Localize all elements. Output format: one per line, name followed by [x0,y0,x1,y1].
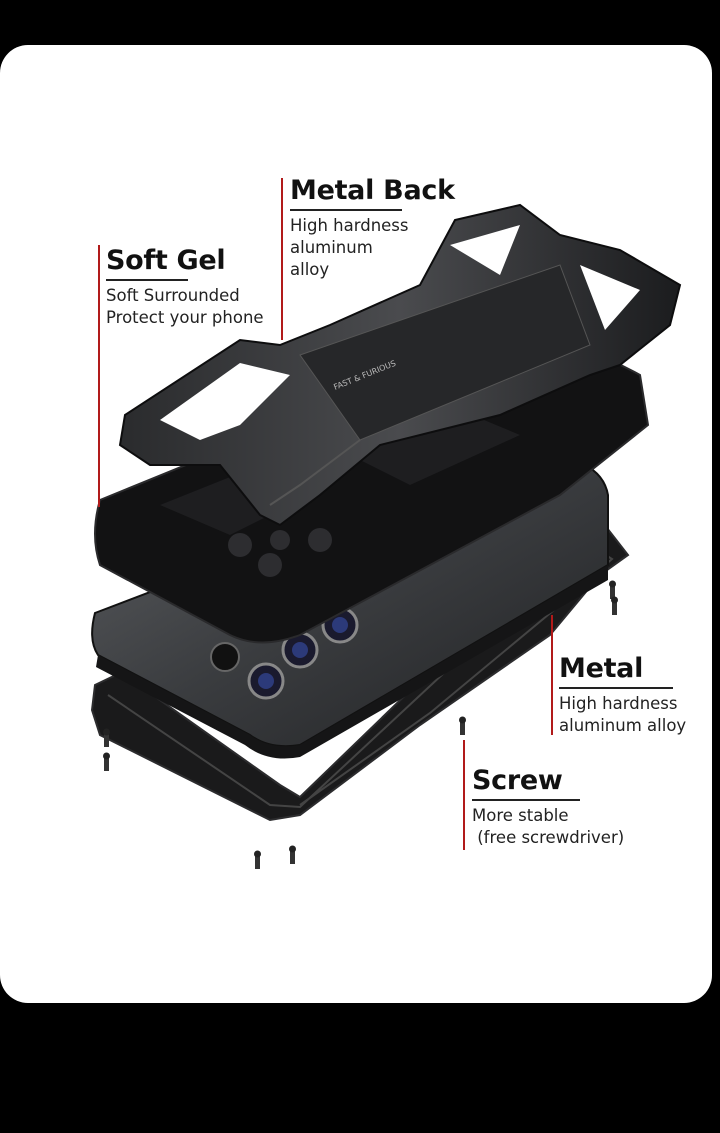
callout-title: Metal [559,653,644,684]
callout-description: High hardness aluminum alloy [290,215,409,279]
underline [290,209,402,211]
callout-metal-back: Metal Back High hardness aluminum alloy [290,175,455,281]
product-card: FAST & FURIOUS Metal Back High hardness … [0,45,712,1003]
underline [106,279,188,281]
screw-leader-line [463,740,465,850]
callout-description: More stable (free screwdriver) [472,805,625,847]
metal-leader-line [551,615,553,735]
callout-description: High hardness aluminum alloy [559,693,687,735]
callout-title: Soft Gel [106,245,226,276]
underline [559,687,673,689]
metal-back-plate: FAST & FURIOUS [118,203,682,527]
callout-screw: Screw More stable (free screwdriver) [472,765,624,849]
callout-metal: Metal High hardness aluminum alloy [559,653,686,737]
screws [103,580,618,869]
callout-description: Soft Surrounded Protect your phone [106,285,264,327]
callout-soft-gel: Soft Gel Soft Surrounded Protect your ph… [106,245,264,329]
exploded-case-illustration: FAST & FURIOUS [90,203,682,869]
metal-back-leader-line [281,178,283,340]
callout-title: Screw [472,765,563,796]
callout-title: Metal Back [290,175,455,206]
underline [472,799,580,801]
soft-gel-leader-line [98,245,100,507]
